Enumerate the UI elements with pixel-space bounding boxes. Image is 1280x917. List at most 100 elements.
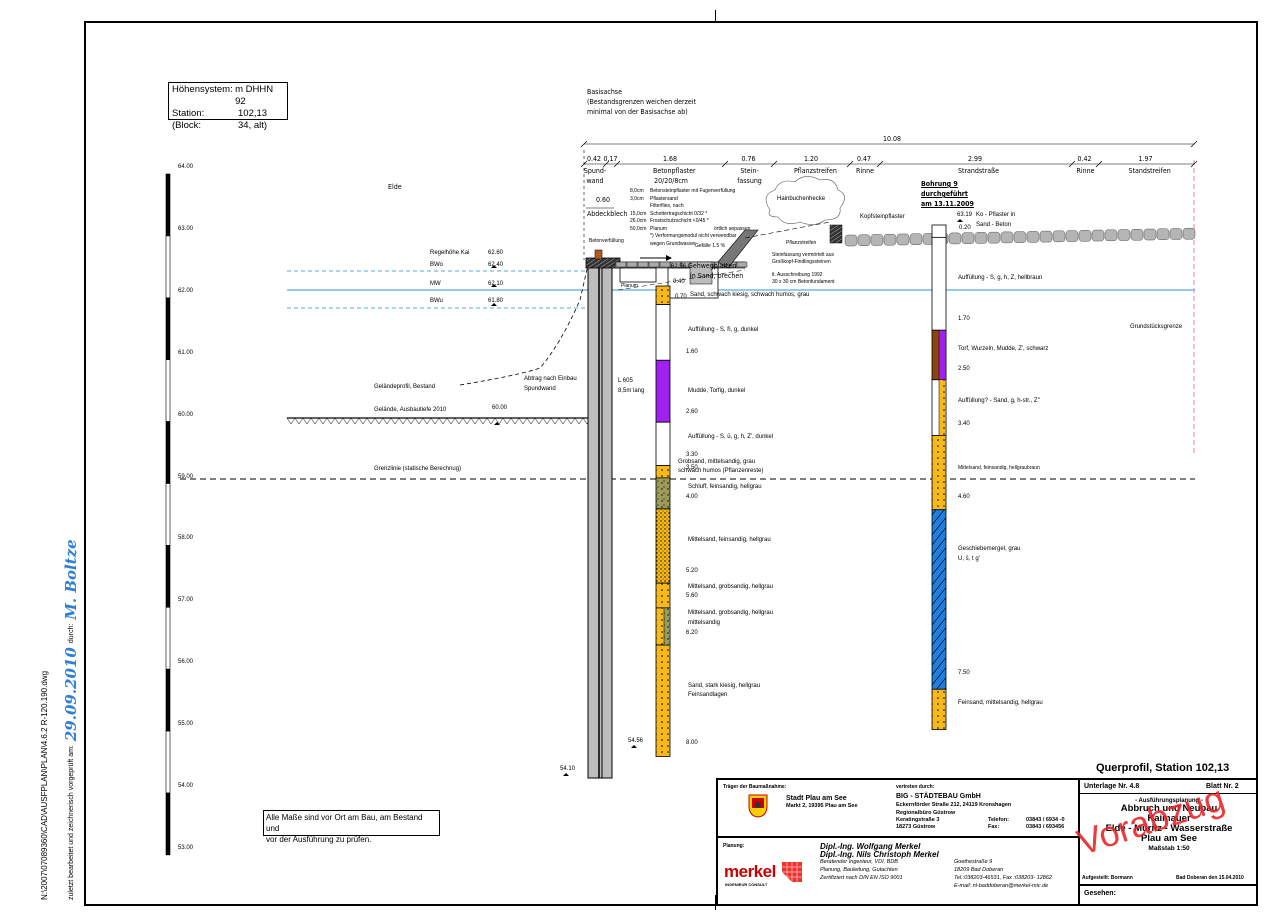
- elevation-scale-bar: [165, 173, 171, 856]
- layer-description: Sand, schwach kiesig, schwach humos, gra…: [690, 292, 810, 298]
- cobblestone: [1052, 230, 1066, 243]
- elevation-marker-icon: [957, 219, 963, 222]
- segment-label: Rinne: [856, 167, 874, 175]
- drawing-scale: Maßstab 1:50: [1148, 845, 1190, 852]
- scale-segment: [165, 173, 171, 237]
- project-title-2: Kaimauer: [1147, 813, 1191, 824]
- note-box: Alle Maße sind vor Ort am Bau, am Bestan…: [263, 810, 440, 844]
- elevation-marker-icon: [491, 303, 497, 306]
- dim-tick: [1095, 160, 1103, 168]
- vertreten-address-1: Eckernförder Straße 212, 24119 Kronshage…: [896, 802, 1012, 808]
- layer-description: Auffüllung - S, h̄, g, dunkel: [688, 327, 759, 333]
- center-mark: [715, 10, 716, 22]
- basisachse-title: Basisachse: [587, 88, 622, 96]
- fax-label: Fax:: [988, 824, 1000, 830]
- project-title-1: Abbruch und Neubau: [1120, 803, 1218, 814]
- elde-label: Elde: [388, 183, 402, 191]
- pflanzstreifen-label: Pflanzstreifen: [786, 240, 817, 246]
- layer-depth: 8.00: [686, 740, 698, 746]
- cobblestone: [948, 232, 962, 245]
- segment-label: Standstreifen: [1128, 167, 1171, 175]
- mw-label: MW: [430, 281, 441, 287]
- basisachse-line2: minimal von der Basisachse ab): [587, 108, 688, 116]
- spundwand-type: L 605: [618, 378, 633, 384]
- gelaende-value: 60.00: [492, 405, 508, 411]
- layer-description: mittelsandig: [688, 620, 721, 626]
- layer-depth: 0.40: [673, 279, 685, 285]
- segment-label: Stein-: [740, 167, 759, 175]
- segment-label: Strandstraße: [958, 167, 999, 175]
- layer-description: Auffüllung? - Sand, g, h-str., Z'': [958, 398, 1040, 404]
- planum-box: [619, 267, 657, 283]
- planum-label: Planum: [621, 283, 638, 289]
- soil-layer: [655, 285, 671, 305]
- dim-tick: [846, 160, 854, 168]
- review-note: zuletzt bearbeitet und zeichnerisch vorg…: [62, 539, 80, 900]
- soil-layer: [931, 509, 947, 690]
- cobblestone: [1104, 229, 1118, 242]
- scale-segment: [165, 730, 171, 794]
- boring9-title-3: am 13.11.2009: [921, 200, 974, 208]
- planner-phone: Tel.:038203-46531, Fax :038203- 12862: [954, 875, 1052, 881]
- layer-description: Mittelsand, grobsandig, hellgrau: [688, 584, 774, 590]
- cobblestone: [1182, 227, 1196, 240]
- drawing-frame: [84, 21, 1258, 906]
- boring-1-column: [655, 285, 671, 757]
- layer-description: Schottertragschicht 0/32 *: [650, 210, 708, 217]
- segment-value: 1.97: [1138, 155, 1153, 163]
- file-path: N:\2007\07089360\CAD\AUSFPLAN\PLAN\4.6.2…: [40, 670, 49, 900]
- layer-depth: 1.60: [686, 349, 698, 355]
- segment-value: 1.20: [804, 155, 819, 163]
- soil-layer-split: [663, 607, 671, 646]
- scale-label: 61.00: [178, 349, 194, 356]
- cobblestone: [1143, 228, 1157, 241]
- info-value: 34, alt): [238, 120, 268, 131]
- cobblestone: [844, 234, 858, 247]
- unterlage-number: Unterlage Nr. 4.8: [1084, 783, 1140, 790]
- scale-segment: [165, 421, 171, 484]
- vertreten-address-2: Regionalbüro Güstrow: [896, 810, 956, 816]
- planung-label: Planung:: [723, 843, 745, 849]
- scale-label: 58.00: [178, 535, 194, 542]
- layer-depth: 7.50: [958, 670, 970, 676]
- paver: [615, 261, 627, 268]
- ko-depth: 0.20: [959, 225, 971, 231]
- ko-pflaster-label-1: Ko - Pflaster in: [976, 212, 1016, 218]
- regelhoehe-value: 62.60: [488, 250, 504, 256]
- layer-description: Torf, Wurzeln, Mudde, Z', schwarz: [958, 346, 1049, 352]
- planner-cell: Planung: merkel INGENIEUR CONSULT Dipl.-…: [718, 838, 1080, 904]
- soil-layer: [655, 508, 671, 584]
- paver: [659, 261, 671, 268]
- cobblestone: [1156, 228, 1170, 241]
- layer-depth: 2.50: [958, 366, 970, 372]
- engineer-2: Dipl.-Ing. Nils Christoph Merkel: [820, 850, 939, 859]
- note-line-2: vor der Ausführung zu prüfen.: [266, 835, 372, 844]
- ausschreibung-label-2: 30 x 30 cm Betonfundament: [772, 279, 835, 285]
- client-cell: Träger der Baumaßnahme: Stadt Plau am Se…: [718, 780, 1080, 838]
- grenzlinie-label: Grenzlinie (statische Berechnug): [374, 466, 462, 472]
- info-value: 102,13: [238, 108, 268, 119]
- paver: [670, 261, 682, 268]
- traeger-name: Stadt Plau am See: [786, 795, 847, 802]
- kopfstein-label: Kopfsteinpflaster: [860, 214, 905, 220]
- elevation-marker-icon: [563, 773, 569, 776]
- layer-description: Frostschutzschicht <0/45 *: [650, 218, 709, 224]
- layer-description: Sand, stark kiesig, hellgrau: [688, 683, 761, 689]
- info-box: Höhensystem:m DHHN 92 Station:102,13 (Bl…: [168, 82, 288, 131]
- scale-segment: [165, 483, 171, 546]
- basisachse-line1: (Bestandsgrenzen weichen derzeit: [587, 98, 696, 106]
- dim-tick: [580, 160, 588, 168]
- prepared-by: Aufgestellt: Bormann: [1082, 875, 1133, 881]
- betonverfuellung-label: Betonverfüllung: [589, 238, 624, 244]
- layer-depth: 4.00: [686, 494, 698, 500]
- soil-layer-split: [938, 379, 947, 436]
- layer-description: Auffüllung - S, g, h, Z, hellbraun: [958, 275, 1043, 281]
- soil-layer: [931, 688, 947, 730]
- cobblestone: [883, 233, 897, 246]
- dim-tick: [1190, 140, 1198, 148]
- center-mark-bottom: [715, 895, 716, 910]
- soil-layer: [931, 435, 947, 511]
- project-cell: - Ausführungsplanung - Abbruch und Neuba…: [1080, 794, 1258, 886]
- soil-layer: [655, 582, 671, 609]
